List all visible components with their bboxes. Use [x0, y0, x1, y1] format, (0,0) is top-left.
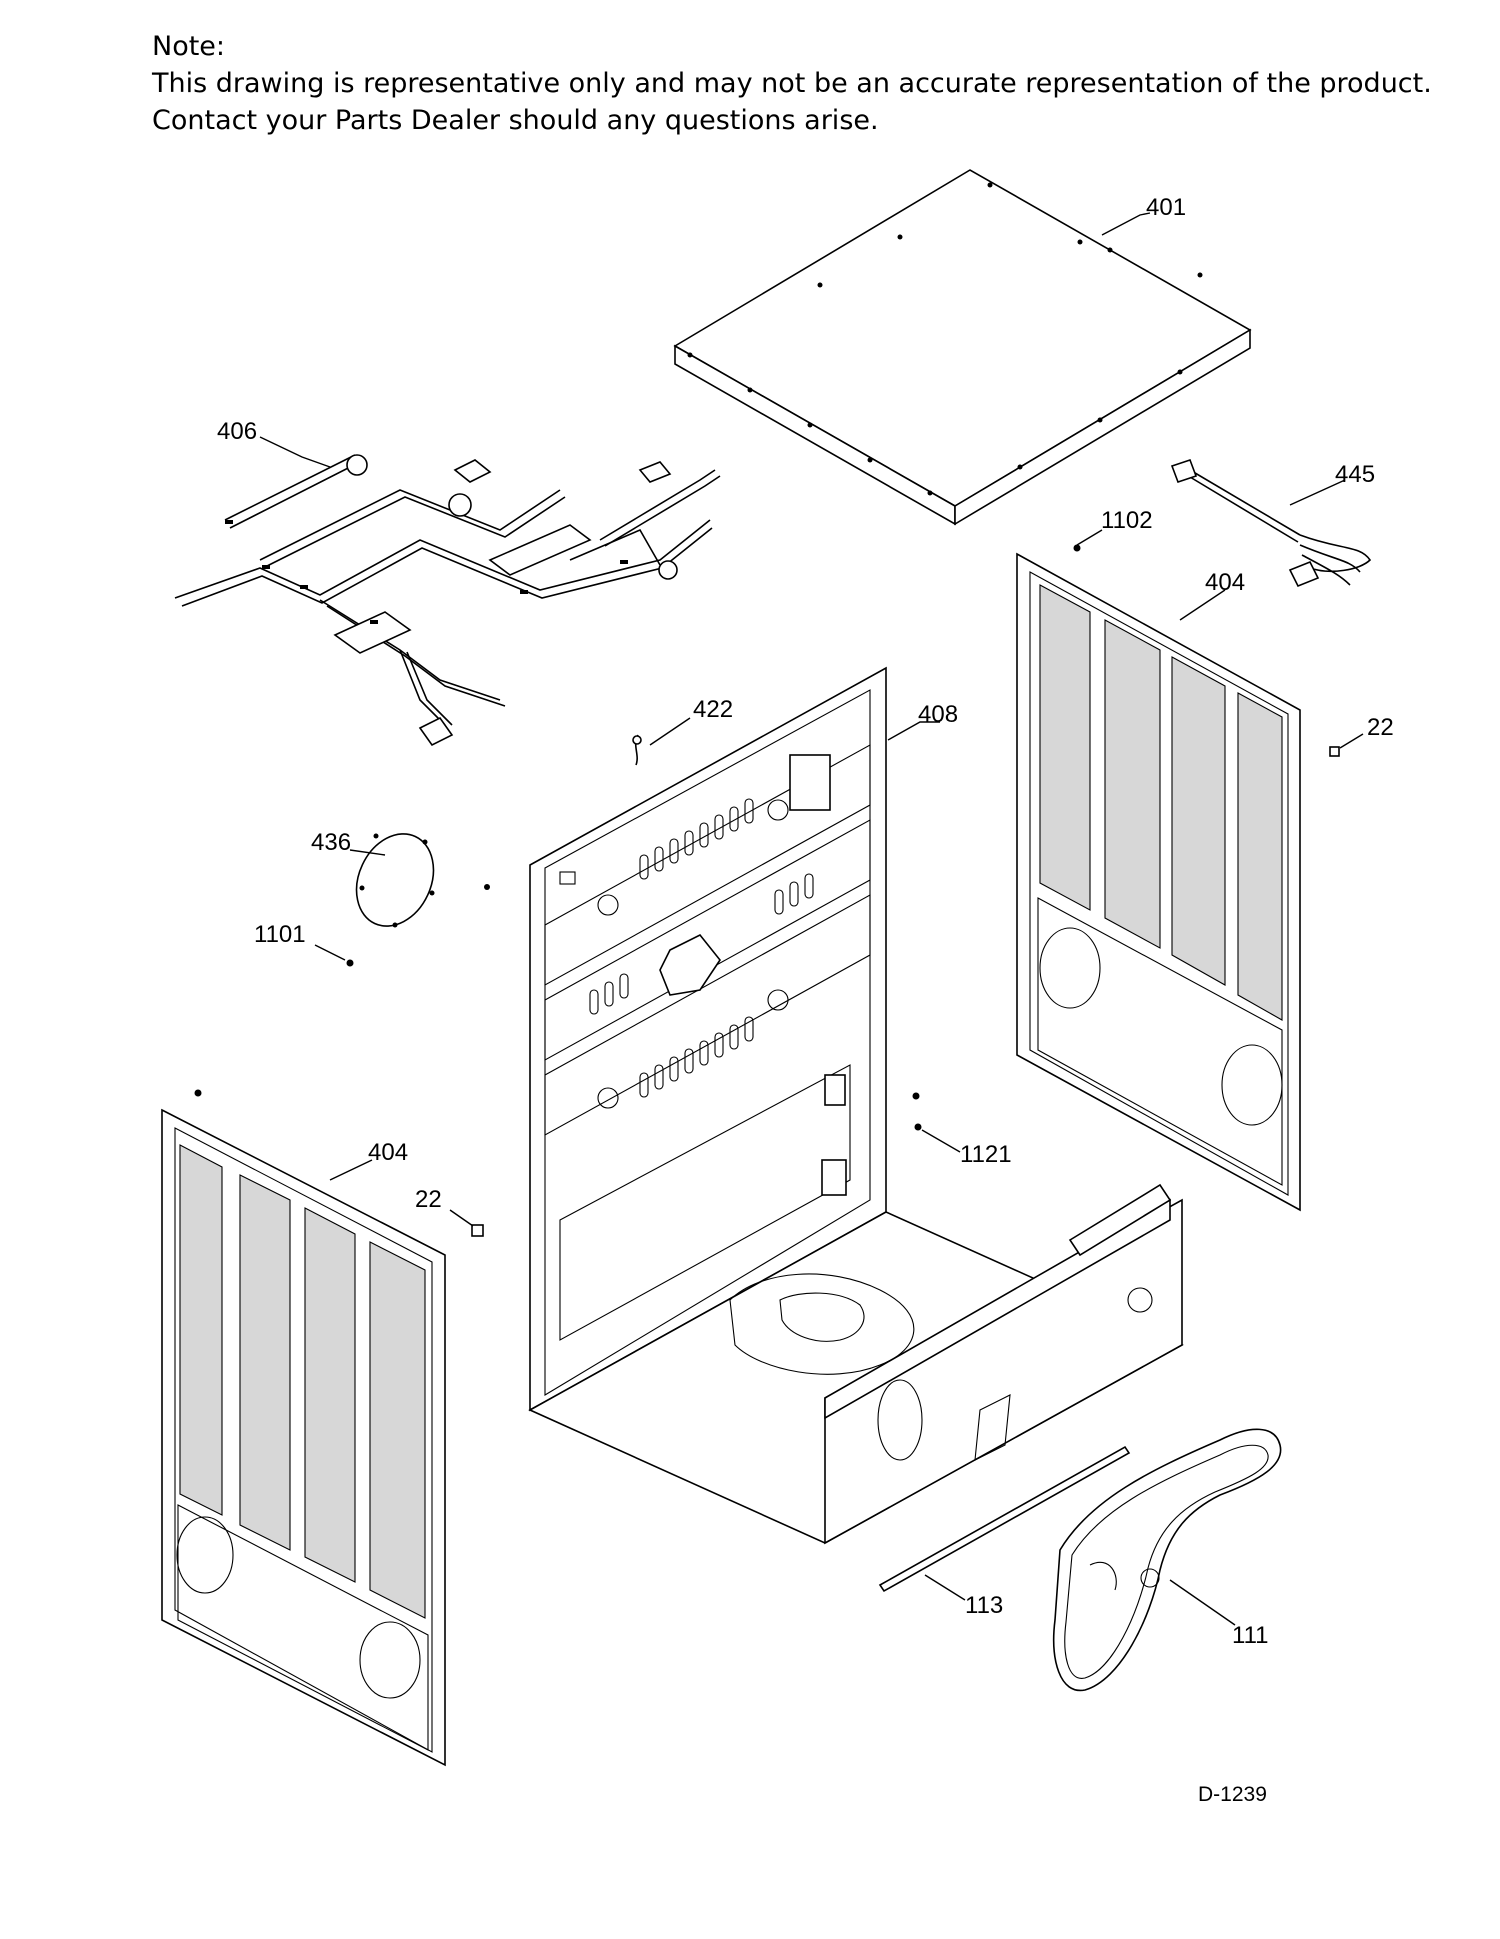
- callout-22-left: 22: [415, 1186, 442, 1213]
- callout-406: 406: [217, 418, 257, 445]
- part-1102-screw: [1073, 529, 1103, 552]
- part-445-heater-element: [1170, 458, 1372, 588]
- part-436-grommet: [349, 833, 490, 928]
- note-line-1: This drawing is representative only and …: [152, 68, 1432, 99]
- callout-1101: 1101: [254, 921, 306, 948]
- callout-445: 445: [1335, 461, 1375, 488]
- disclaimer-note: Note: This drawing is representative onl…: [152, 28, 1432, 139]
- part-22-clip-right: [1329, 733, 1364, 757]
- part-111-front-seal: [1052, 1428, 1282, 1692]
- callout-404-right: 404: [1205, 569, 1245, 596]
- note-heading: Note:: [152, 31, 226, 62]
- callout-422: 422: [693, 696, 733, 723]
- drawing-code: D-1239: [1198, 1783, 1267, 1806]
- callout-408: 408: [918, 701, 958, 728]
- callout-436: 436: [311, 829, 351, 856]
- part-401-top-panel: [673, 169, 1252, 526]
- part-406-wire-harness: [174, 436, 721, 747]
- part-22-clip-left: [449, 1209, 484, 1237]
- callout-1102: 1102: [1101, 507, 1153, 534]
- part-422-wire-clip: [632, 717, 691, 766]
- part-404-left-side-panel: [161, 1089, 446, 1767]
- part-408-cabinet-base: [528, 666, 1184, 1545]
- callout-1121: 1121: [960, 1141, 1012, 1168]
- callout-111: 111: [1232, 1622, 1268, 1649]
- part-1101-screw: [314, 944, 354, 967]
- callout-401: 401: [1146, 194, 1186, 221]
- part-1121-screws: [912, 1092, 961, 1153]
- callout-22-right: 22: [1367, 714, 1394, 741]
- callout-404-left: 404: [368, 1139, 408, 1166]
- part-113-seal-strip: [878, 1445, 1131, 1601]
- callout-113: 113: [965, 1592, 1003, 1619]
- note-line-2: Contact your Parts Dealer should any que…: [152, 105, 879, 136]
- part-404-right-side-panel: [1016, 552, 1301, 1212]
